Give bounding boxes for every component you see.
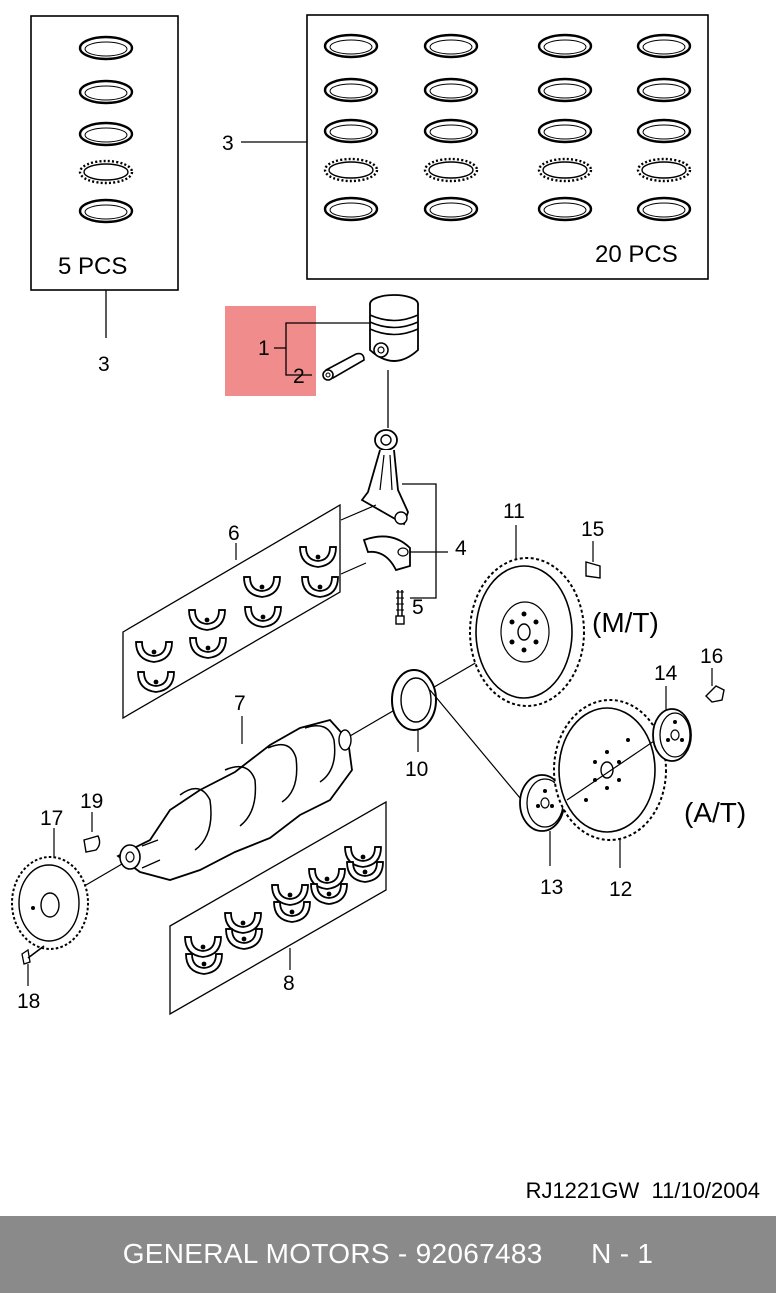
connecting-rod bbox=[360, 429, 411, 625]
sprocket-bolt: 18 bbox=[17, 945, 45, 1013]
crank-sprocket: 17 bbox=[11, 807, 89, 950]
ring-box-small-caption: 5 PCS bbox=[58, 253, 127, 280]
tag-manual-transmission: (M/T) bbox=[592, 607, 659, 638]
callout-8: 8 bbox=[283, 972, 295, 995]
callout-3-large: 3 bbox=[222, 132, 234, 155]
callout-1: 1 bbox=[258, 337, 270, 360]
footer-separator: - bbox=[389, 1238, 416, 1269]
footer-brand: GENERAL MOTORS bbox=[122, 1238, 390, 1269]
tag-automatic-transmission: (A/T) bbox=[684, 797, 746, 828]
callout-19: 19 bbox=[80, 790, 103, 813]
callout-3-small: 3 bbox=[98, 353, 110, 376]
footer-bar: GENERAL MOTORS - 92067483 N - 1 bbox=[0, 1216, 776, 1293]
piston-pin bbox=[322, 352, 365, 381]
piston bbox=[369, 294, 419, 362]
drive-plate-bolt: 16 bbox=[700, 645, 725, 703]
document-code: RJ1221GW bbox=[525, 1178, 640, 1203]
document-id: RJ1221GW 11/10/2004 bbox=[526, 1178, 760, 1204]
callout-4: 4 bbox=[455, 537, 467, 560]
ring-set-box-small: 5 PCS 3 bbox=[30, 15, 179, 376]
callout-13: 13 bbox=[540, 876, 563, 899]
callout-16: 16 bbox=[700, 645, 723, 668]
footer-page: N - 1 bbox=[591, 1238, 654, 1269]
callout-12: 12 bbox=[609, 878, 632, 901]
callout-14: 14 bbox=[654, 662, 678, 685]
flywheel-manual: 11 bbox=[469, 500, 585, 707]
drive-plate-automatic: 12 bbox=[553, 699, 667, 901]
callout-17: 17 bbox=[40, 807, 63, 830]
document-date: 11/10/2004 bbox=[651, 1178, 760, 1203]
callout-5: 5 bbox=[412, 596, 424, 619]
conrod-bearing-set: 6 bbox=[122, 503, 377, 720]
callout-7: 7 bbox=[234, 692, 246, 715]
reinforcement-plate: 14 bbox=[652, 662, 692, 762]
highlight-box bbox=[225, 306, 316, 396]
footer-part-number: 92067483 bbox=[415, 1238, 543, 1269]
callout-6: 6 bbox=[228, 522, 240, 545]
footer-text: GENERAL MOTORS - 92067483 N - 1 bbox=[0, 1238, 776, 1270]
callout-15: 15 bbox=[581, 518, 604, 541]
callout-10: 10 bbox=[405, 758, 428, 781]
callout-2: 2 bbox=[293, 365, 305, 388]
callout-18: 18 bbox=[17, 990, 40, 1013]
woodruff-key: 19 bbox=[80, 790, 103, 853]
main-bearing-set: 8 bbox=[169, 800, 387, 1016]
flywheel-bolt: 15 bbox=[581, 518, 604, 579]
crankshaft: 7 bbox=[116, 692, 353, 881]
callout-11: 11 bbox=[503, 500, 525, 523]
rear-oil-seal: 10 bbox=[391, 669, 437, 781]
adapter-plate: 13 bbox=[519, 774, 565, 899]
ring-box-large-caption: 20 PCS bbox=[595, 241, 678, 268]
ring-set-box-large: 20 PCS 3 bbox=[222, 14, 709, 280]
